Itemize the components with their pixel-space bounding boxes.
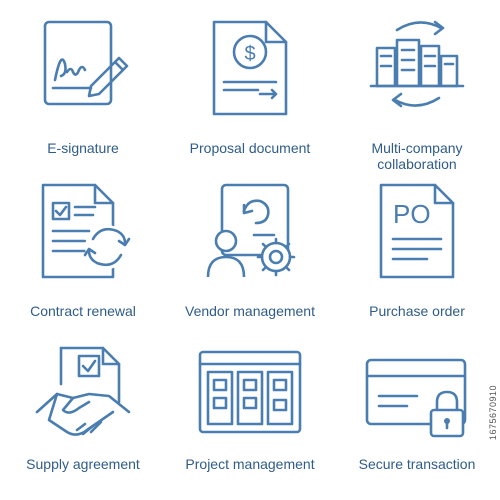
label-purchase-order: Purchase order: [369, 303, 465, 319]
padlock-icon: [429, 390, 465, 438]
cell-e-signature: E-signature: [0, 10, 166, 170]
cell-proposal-document: $ Proposal document: [167, 10, 333, 170]
po-document-icon: PO: [379, 183, 455, 279]
person-gear-icon: [206, 183, 296, 278]
handshake-icon: [35, 346, 131, 436]
credit-card-lock-icon: [365, 358, 467, 438]
label-secure-transaction: Secure transaction: [358, 456, 476, 472]
label-supply-agreement: Supply agreement: [26, 456, 140, 472]
cell-supply-agreement: Supply agreement: [0, 336, 166, 496]
dollar-document-icon: $: [212, 20, 288, 116]
label-contract-renewal: Contract renewal: [30, 303, 136, 319]
buildings-cycle-icon: [369, 20, 465, 108]
label-e-signature: E-signature: [47, 140, 119, 156]
label-multi-company: Multi-company collaboration: [371, 140, 463, 172]
stock-id: 1675670910: [488, 385, 498, 441]
dollar-sign: $: [244, 43, 255, 65]
kanban-board-icon: [198, 350, 302, 434]
signature-document-icon: [43, 20, 129, 106]
cell-vendor-management: Vendor management: [167, 173, 333, 333]
label-proposal-document: Proposal document: [189, 140, 311, 156]
po-text: PO: [393, 199, 431, 229]
cell-secure-transaction: Secure transaction: [334, 336, 500, 496]
gear-icon: [256, 237, 296, 277]
cell-multi-company: Multi-company collaboration: [334, 10, 500, 172]
checklist-renew-icon: [41, 183, 131, 279]
cell-purchase-order: PO Purchase order: [334, 173, 500, 333]
label-project-management: Project management: [185, 456, 315, 472]
cell-contract-renewal: Contract renewal: [0, 173, 166, 333]
label-vendor-management: Vendor management: [185, 303, 315, 319]
cell-project-management: Project management: [167, 336, 333, 496]
